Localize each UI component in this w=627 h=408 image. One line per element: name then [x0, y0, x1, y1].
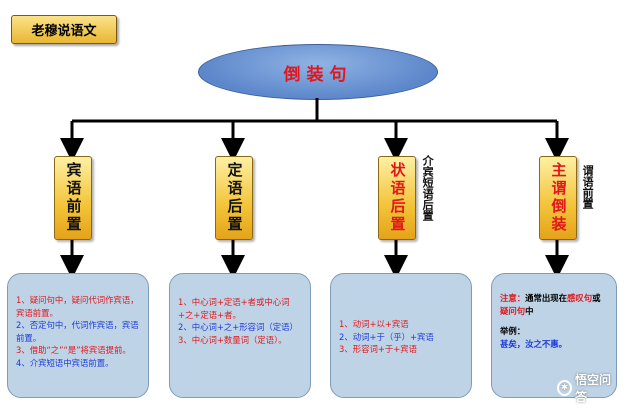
category-label: 定语后置: [225, 162, 244, 234]
note-highlight: 感叹句: [567, 293, 593, 303]
detail-box-object-fronting: 1、疑问句中，疑问代词作宾语，宾语前置。 2、否定句中，代词作宾语，宾语前置。 …: [7, 273, 149, 398]
list-item: 1、动词+以+宾语: [339, 319, 409, 329]
brand-label: 老穆说语文: [11, 15, 117, 44]
watermark: ✱ 悟空问答: [557, 373, 619, 404]
list-item: 3、中心词+数量词（定语）。: [178, 334, 287, 345]
detail-box-inversion: 注意：通常出现在感叹句或疑问句中 举例： 甚矣，汝之不惠。: [491, 273, 617, 398]
list-item: 3、借助“之”“是”将宾语提前。: [16, 345, 131, 355]
list-item: 2、中心词+之+形容词（定语）: [178, 322, 298, 332]
list-item: 4、介宾短语中宾语前置。: [16, 357, 114, 368]
note-text: 通常出现在: [525, 293, 567, 303]
note-highlight: 疑问句: [500, 305, 526, 316]
list-item: 2、动词+于（乎）+宾语: [339, 331, 434, 342]
category-adverbial-postposition: 状语后置: [378, 156, 416, 240]
list-item: 1、疑问句中，疑问代词作宾语，宾语前置。: [16, 295, 139, 318]
example-label: 举例：: [500, 326, 526, 336]
root-label: 倒装句: [283, 64, 353, 85]
side-note-predicate: 谓语前置: [581, 165, 595, 209]
list-item: 2、否定句中，代词作宾语，宾语前置。: [16, 320, 139, 343]
category-label: 宾语前置: [64, 162, 83, 234]
category-attributive-postposition: 定语后置: [215, 156, 253, 240]
side-note-adverbial: 介宾短语后置: [421, 155, 435, 221]
category-subject-predicate-inversion: 主谓倒装: [539, 156, 577, 240]
list-item: 1、中心词+定语+者或中心词+之+定语+者。: [178, 297, 290, 320]
watermark-label: 悟空问答: [575, 373, 612, 404]
detail-box-attributive: 1、中心词+定语+者或中心词+之+定语+者。 2、中心词+之+形容词（定语） 3…: [169, 273, 311, 398]
note-label: 注意：: [500, 293, 526, 303]
note-line: 注意：通常出现在感叹句或疑问句中: [500, 292, 608, 317]
category-label: 主谓倒装: [549, 162, 568, 234]
detail-box-adverbial: 1、动词+以+宾语 2、动词+于（乎）+宾语 3、形容词+于+宾语: [330, 273, 472, 398]
list-item: 3、形容词+于+宾语: [339, 344, 417, 354]
category-object-fronting: 宾语前置: [54, 156, 92, 240]
note-text: 或: [592, 293, 601, 303]
note-text: 中: [525, 305, 534, 316]
example-text: 甚矣，汝之不惠。: [500, 338, 567, 349]
chat-bubble-icon: ✱: [557, 380, 572, 396]
category-label: 状语后置: [388, 162, 407, 234]
